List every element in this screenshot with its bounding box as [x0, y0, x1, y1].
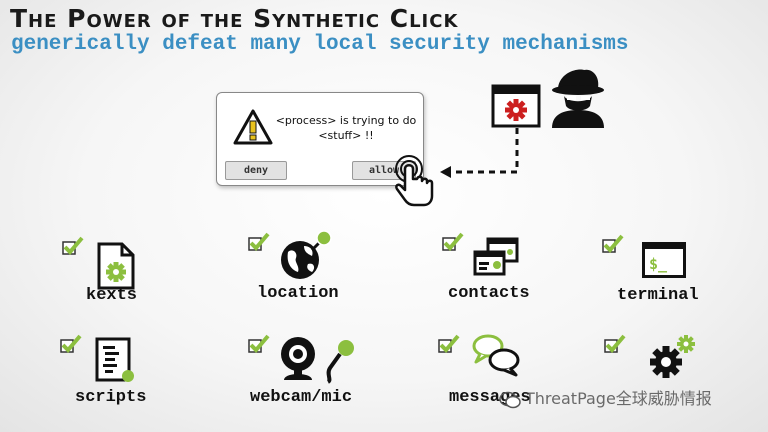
feature-system-settings [602, 332, 722, 392]
feature-contacts: contacts [440, 230, 570, 303]
warning-icon [233, 109, 273, 145]
dashed-arrow [448, 128, 519, 174]
deny-button[interactable]: deny [225, 161, 287, 180]
dialog-message: <process> is trying to do <stuff> !! [275, 114, 417, 142]
gear-document-icon [97, 242, 135, 290]
gear-window-icon [491, 84, 541, 128]
checkmark-icon [602, 234, 624, 253]
contact-cards-icon [473, 237, 519, 276]
checkmark-icon [248, 232, 270, 251]
feature-location: location [246, 230, 376, 303]
checkmark-icon [438, 334, 460, 353]
feature-scripts: scripts [58, 332, 178, 408]
pointing-hand-icon [395, 155, 434, 207]
feature-label: kexts [86, 286, 138, 305]
feature-terminal: $_ terminal [600, 232, 730, 305]
feature-label: location [257, 284, 339, 303]
checkmark-icon [60, 334, 82, 353]
checkmark-icon [62, 236, 84, 255]
spy-icon [552, 69, 604, 128]
attacker-group [440, 69, 604, 178]
checkmark-icon [248, 334, 270, 353]
watermark: ThreatPage全球威胁情报 [499, 385, 712, 409]
svg-text:$_: $_ [649, 255, 668, 273]
feature-kexts: kexts [60, 234, 180, 305]
feature-label: terminal [617, 286, 699, 305]
chat-bubbles-icon [472, 334, 520, 377]
script-document-icon [95, 337, 134, 382]
feature-label: webcam/mic [250, 388, 353, 407]
security-prompt-dialog: <process> is trying to do <stuff> !! den… [216, 92, 424, 186]
gears-icon [650, 335, 695, 378]
watermark-text: ThreatPage全球威胁情报 [525, 389, 712, 408]
feature-label: scripts [75, 388, 147, 407]
checkmark-icon [604, 334, 626, 353]
globe-pin-icon [281, 230, 332, 279]
feature-webcam-mic: webcam/mic [246, 332, 386, 408]
checkmark-icon [442, 232, 464, 251]
slide-subtitle: generically defeat many local security m… [11, 33, 629, 56]
allow-button[interactable]: allow [352, 161, 416, 180]
feature-label: contacts [448, 284, 530, 303]
slide-title: The Power of the Synthetic Click [10, 4, 459, 33]
webcam-mic-icon [281, 337, 354, 384]
wechat-logo-icon [499, 391, 521, 408]
terminal-icon: $_ [642, 242, 686, 278]
